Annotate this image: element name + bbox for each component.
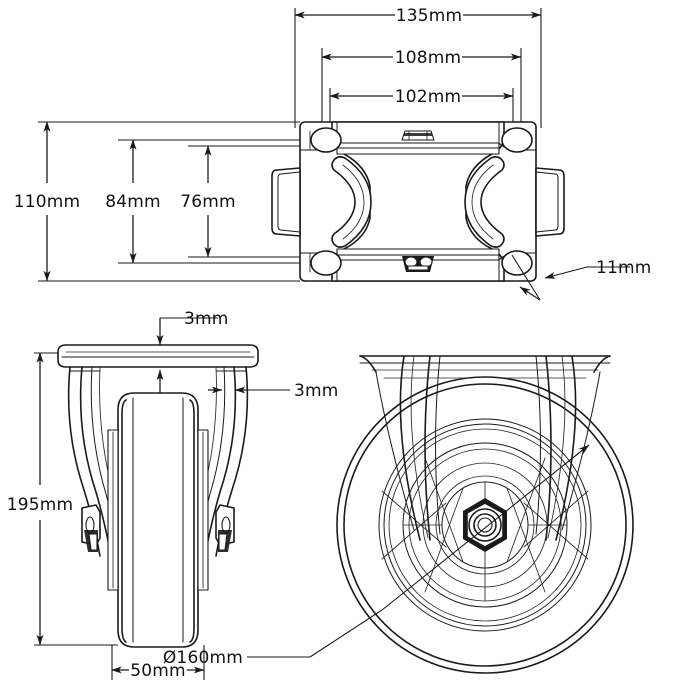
dimension-label-110mm: 110mm — [14, 192, 81, 212]
dimension-110mm: 110mm — [14, 121, 81, 282]
dimension-label-108mm: 108mm — [395, 48, 462, 68]
dimension-50mm: 50mm — [111, 645, 205, 681]
dimension-84mm: 84mm — [105, 139, 161, 264]
mounting-hole-top-right — [501, 127, 533, 153]
front-hub-plates — [107, 429, 209, 591]
center-bolt-bottom — [402, 256, 434, 272]
dimension-label-fork-thickness: 3mm — [294, 381, 339, 401]
dimension-fork-thickness-3mm: 3mm — [208, 381, 339, 401]
side-view: Ø160mm — [163, 355, 634, 674]
plate-center-web — [331, 121, 505, 282]
dimension-135mm: 135mm — [294, 6, 542, 26]
left-tab — [271, 167, 301, 237]
mounting-hole-bottom-left — [310, 250, 342, 276]
left-slot — [331, 156, 372, 248]
dimension-label-50mm: 50mm — [130, 661, 186, 681]
plate-relief-slots — [331, 156, 505, 248]
right-tab — [535, 167, 565, 237]
dimension-label-195mm: 195mm — [7, 495, 74, 515]
top-view-extension-lines — [294, 8, 542, 150]
dimension-108mm: 108mm — [321, 48, 522, 68]
dimension-label-plate-thickness: 3mm — [184, 309, 229, 329]
mounting-hole-top-left — [310, 127, 342, 153]
front-wheel — [117, 392, 199, 648]
front-plate — [57, 344, 259, 368]
dimension-label-11mm: 11mm — [596, 258, 652, 278]
top-view: 135mm 108mm 102mm 110mm — [14, 6, 652, 301]
dimension-label-84mm: 84mm — [105, 192, 161, 212]
mounting-holes — [310, 127, 533, 276]
center-bolt-top — [401, 130, 435, 141]
front-view: 3mm 3mm 195mm 50mm — [7, 309, 339, 681]
dimension-195mm: 195mm — [7, 352, 118, 646]
dimension-11mm: 11mm — [511, 254, 652, 301]
front-axle-nut-left — [81, 504, 101, 552]
plate-center-straps — [336, 142, 500, 261]
plate-side-tabs — [271, 167, 565, 237]
right-slot — [464, 156, 505, 248]
dimension-diameter-160mm: Ø160mm — [163, 444, 590, 668]
side-axle-hex-nut — [463, 498, 507, 552]
dimension-76mm: 76mm — [180, 145, 236, 258]
dimension-label-102mm: 102mm — [395, 87, 462, 107]
front-axle-nut-right — [215, 504, 235, 552]
dimension-label-160mm: Ø160mm — [163, 648, 243, 668]
dimension-102mm: 102mm — [329, 87, 514, 107]
dimension-plate-thickness-3mm: 3mm — [156, 309, 229, 393]
dimension-label-135mm: 135mm — [396, 6, 463, 26]
side-fork — [375, 355, 601, 541]
dimension-label-76mm: 76mm — [180, 192, 236, 212]
